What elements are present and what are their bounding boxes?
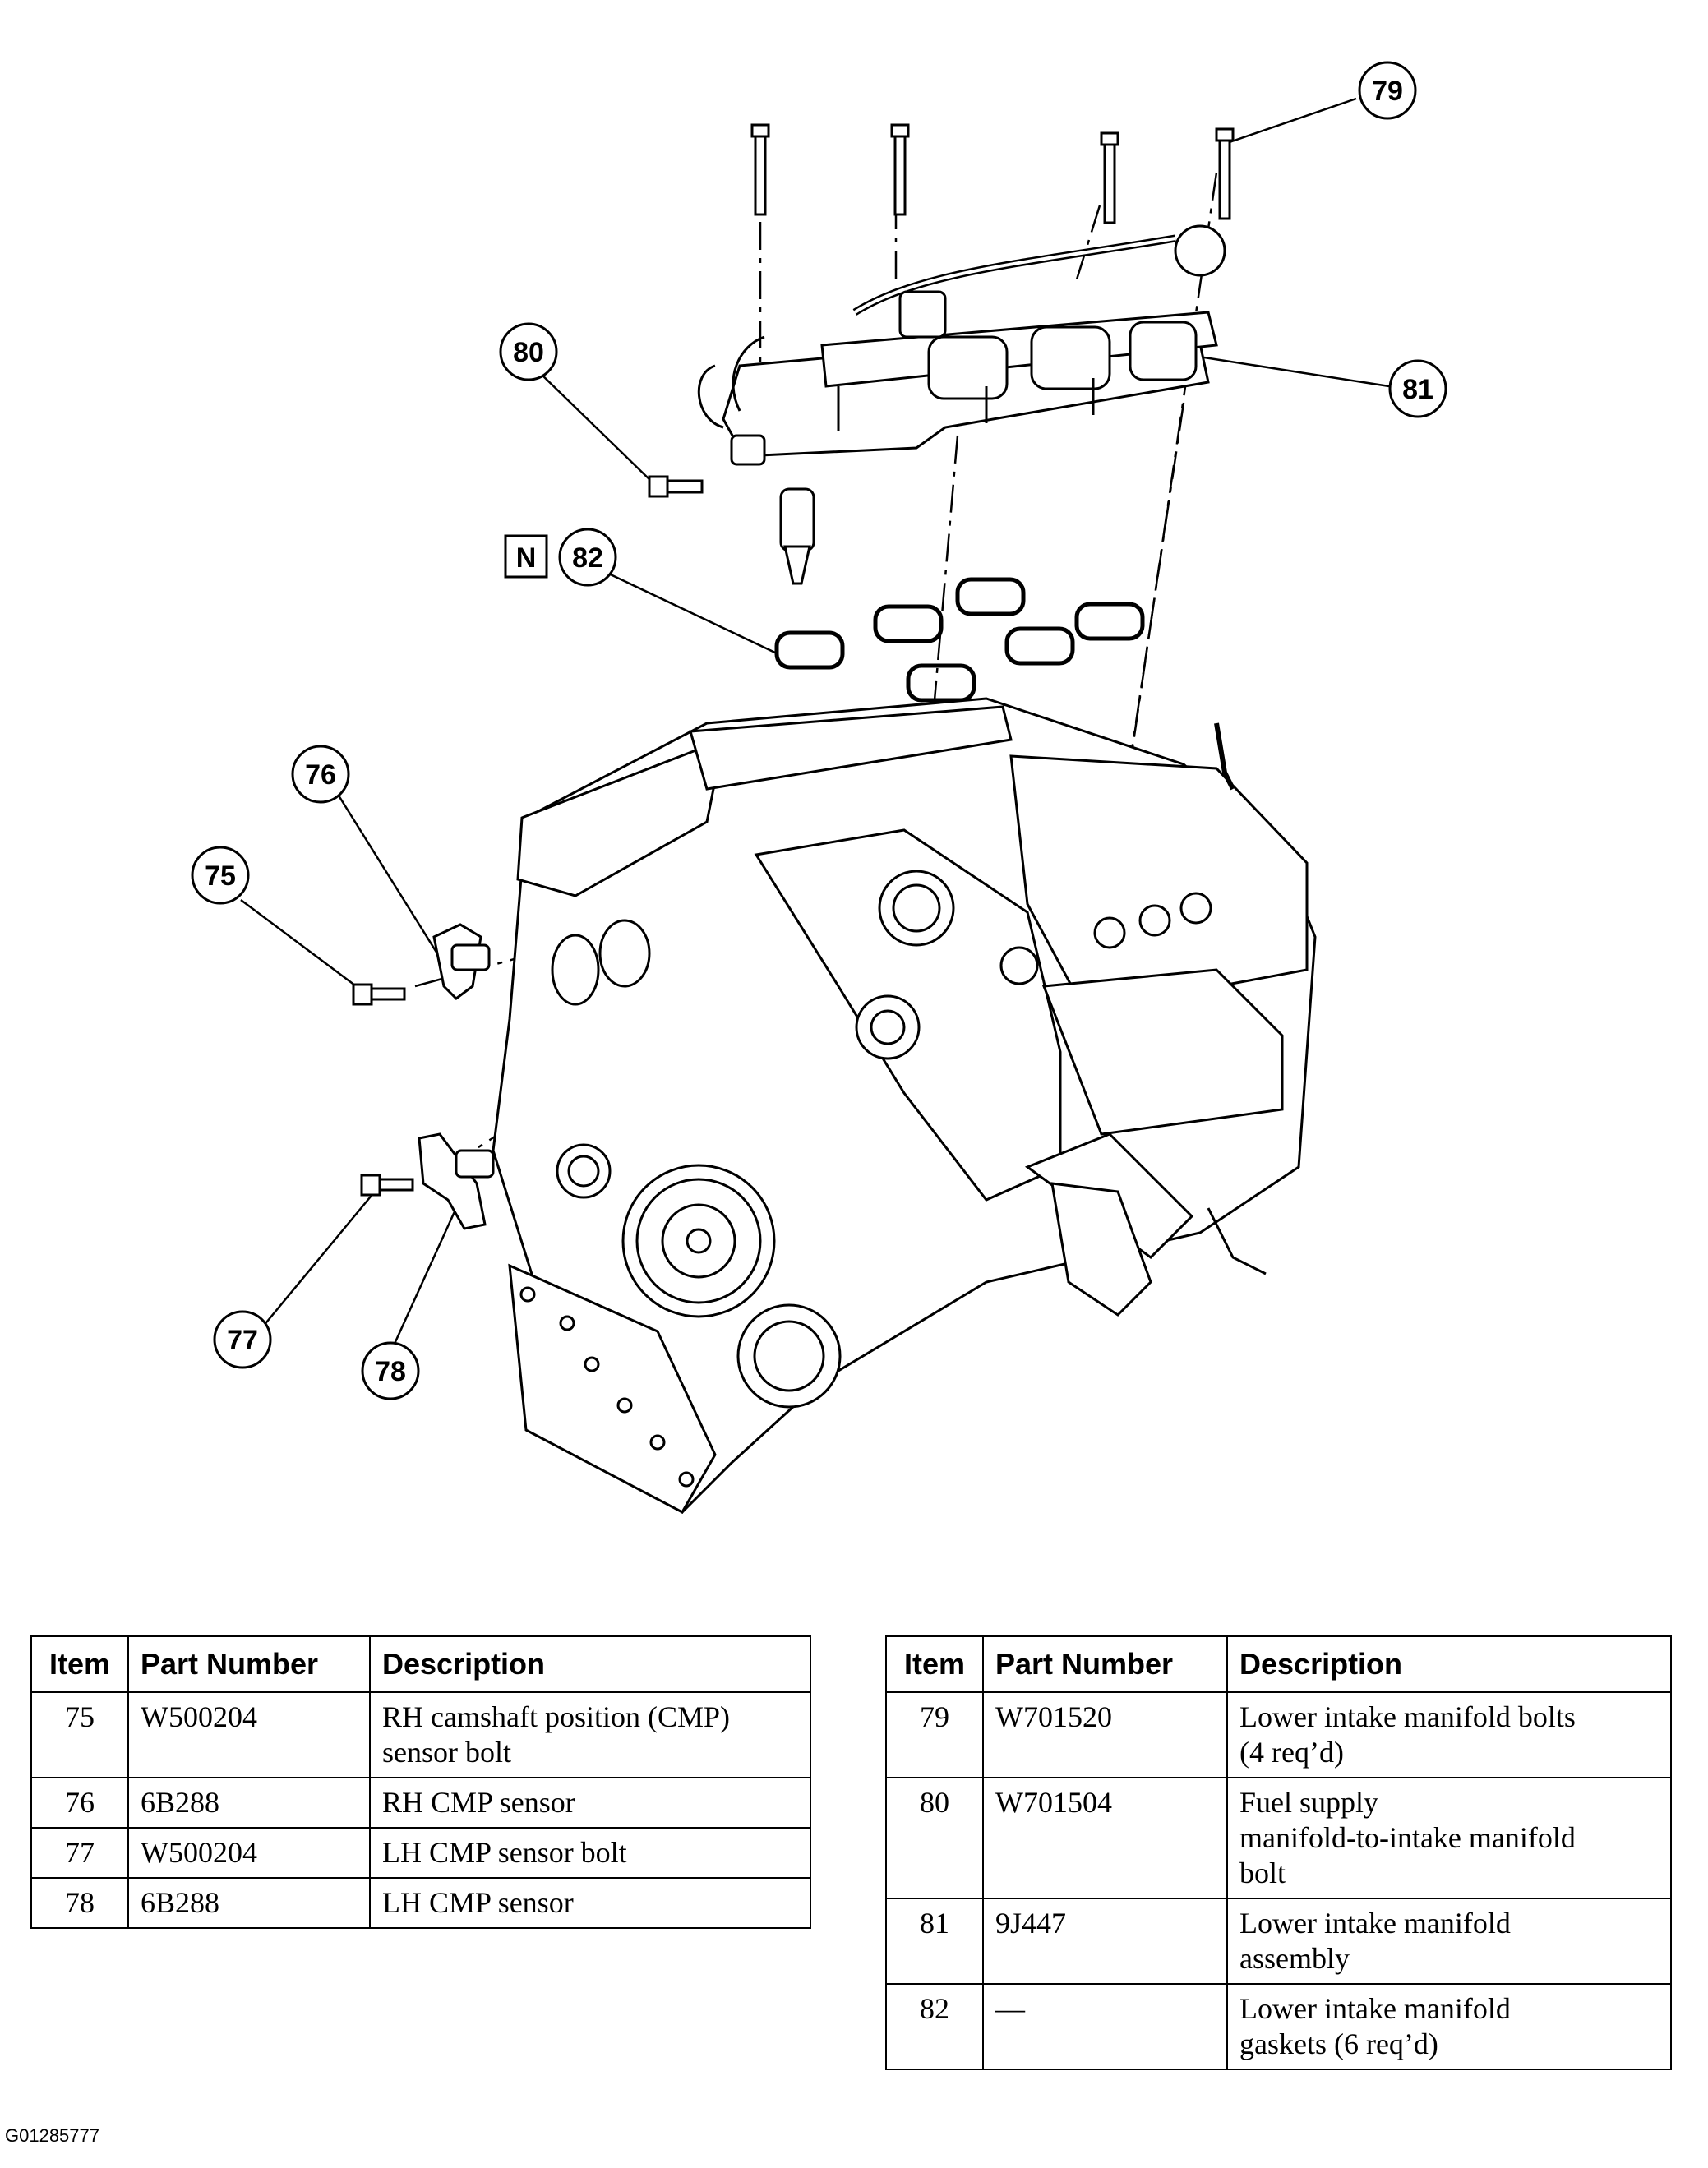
lower-intake-manifold bbox=[697, 224, 1226, 585]
cell-item: 80 bbox=[885, 1777, 984, 1899]
callout-78: 78 bbox=[361, 1341, 420, 1400]
cell-description: LH CMP sensor bolt bbox=[369, 1827, 811, 1879]
new-part-tag: N bbox=[504, 534, 548, 579]
cell-item: 76 bbox=[30, 1777, 129, 1829]
bolt bbox=[1100, 131, 1119, 224]
table-row: 80 W701504 Fuel supply manifold-to-intak… bbox=[885, 1777, 1672, 1899]
intake-gaskets bbox=[774, 577, 1145, 703]
header-description: Description bbox=[1226, 1635, 1672, 1693]
svg-text:79: 79 bbox=[1372, 76, 1403, 107]
cell-part-number: W701520 bbox=[982, 1691, 1228, 1778]
table-row: 78 6B288 LH CMP sensor bbox=[30, 1877, 811, 1929]
cell-description: RH CMP sensor bbox=[369, 1777, 811, 1829]
exploded-view-diagram: 79 80 81 82 N 76 75 77 bbox=[191, 61, 1447, 1515]
cell-description: Lower intake manifold assembly bbox=[1226, 1898, 1672, 1985]
engine-block bbox=[492, 697, 1317, 1515]
cell-description: LH CMP sensor bbox=[369, 1877, 811, 1929]
cell-part-number: 6B288 bbox=[127, 1777, 371, 1829]
cell-part-number: W701504 bbox=[982, 1777, 1228, 1899]
parts-table-right: Item Part Number Description 79 W701520 … bbox=[885, 1635, 1672, 2070]
bolt bbox=[1215, 127, 1235, 220]
svg-text:75: 75 bbox=[205, 860, 236, 892]
svg-text:82: 82 bbox=[572, 542, 603, 574]
cell-item: 82 bbox=[885, 1983, 984, 2070]
svg-text:78: 78 bbox=[375, 1356, 406, 1387]
bolt bbox=[890, 123, 910, 216]
svg-text:81: 81 bbox=[1402, 374, 1433, 405]
figure-id: G01285777 bbox=[5, 2125, 99, 2146]
cell-part-number: — bbox=[982, 1983, 1228, 2070]
cell-item: 77 bbox=[30, 1827, 129, 1879]
fuel-supply-bolt bbox=[648, 475, 704, 498]
callout-75: 75 bbox=[191, 846, 250, 905]
header-description: Description bbox=[369, 1635, 811, 1693]
table-row: 76 6B288 RH CMP sensor bbox=[30, 1777, 811, 1829]
svg-text:80: 80 bbox=[513, 337, 544, 368]
cell-description: RH camshaft position (CMP) sensor bolt bbox=[369, 1691, 811, 1778]
header-item: Item bbox=[30, 1635, 129, 1693]
rh-cmp-sensor bbox=[432, 923, 491, 1000]
cell-item: 81 bbox=[885, 1898, 984, 1985]
callout-82: 82 bbox=[558, 528, 617, 587]
callout-76: 76 bbox=[291, 745, 350, 804]
lh-cmp-bolt bbox=[360, 1174, 414, 1197]
svg-text:76: 76 bbox=[305, 759, 336, 791]
cell-part-number: 9J447 bbox=[982, 1898, 1228, 1985]
cell-description: Lower intake manifold gaskets (6 req’d) bbox=[1226, 1983, 1672, 2070]
table-header-row: Item Part Number Description bbox=[885, 1635, 1672, 1693]
callout-79: 79 bbox=[1358, 61, 1417, 120]
cell-description: Lower intake manifold bolts (4 req’d) bbox=[1226, 1691, 1672, 1778]
callout-81: 81 bbox=[1388, 359, 1447, 418]
cell-part-number: 6B288 bbox=[127, 1877, 371, 1929]
table-row: 82 — Lower intake manifold gaskets (6 re… bbox=[885, 1983, 1672, 2070]
table-row: 77 W500204 LH CMP sensor bolt bbox=[30, 1827, 811, 1879]
leader-lines bbox=[240, 97, 1390, 1345]
table-row: 79 W701520 Lower intake manifold bolts (… bbox=[885, 1691, 1672, 1778]
rh-cmp-bolt bbox=[352, 983, 406, 1006]
header-part-number: Part Number bbox=[982, 1635, 1228, 1693]
bolt bbox=[750, 123, 770, 216]
callout-80: 80 bbox=[499, 322, 558, 381]
cell-description: Fuel supply manifold-to-intake manifold … bbox=[1226, 1777, 1672, 1899]
svg-text:77: 77 bbox=[227, 1325, 258, 1356]
header-item: Item bbox=[885, 1635, 984, 1693]
cell-part-number: W500204 bbox=[127, 1827, 371, 1879]
svg-text:N: N bbox=[516, 542, 537, 574]
cell-part-number: W500204 bbox=[127, 1691, 371, 1778]
lh-cmp-sensor bbox=[418, 1132, 495, 1230]
table-header-row: Item Part Number Description bbox=[30, 1635, 811, 1693]
header-part-number: Part Number bbox=[127, 1635, 371, 1693]
cell-item: 75 bbox=[30, 1691, 129, 1778]
callout-77: 77 bbox=[213, 1310, 272, 1369]
table-row: 75 W500204 RH camshaft position (CMP) se… bbox=[30, 1691, 811, 1778]
table-row: 81 9J447 Lower intake manifold assembly bbox=[885, 1898, 1672, 1985]
intake-manifold-bolts bbox=[750, 123, 1235, 224]
cell-item: 78 bbox=[30, 1877, 129, 1929]
parts-table-left: Item Part Number Description 75 W500204 … bbox=[30, 1635, 811, 1929]
cell-item: 79 bbox=[885, 1691, 984, 1778]
